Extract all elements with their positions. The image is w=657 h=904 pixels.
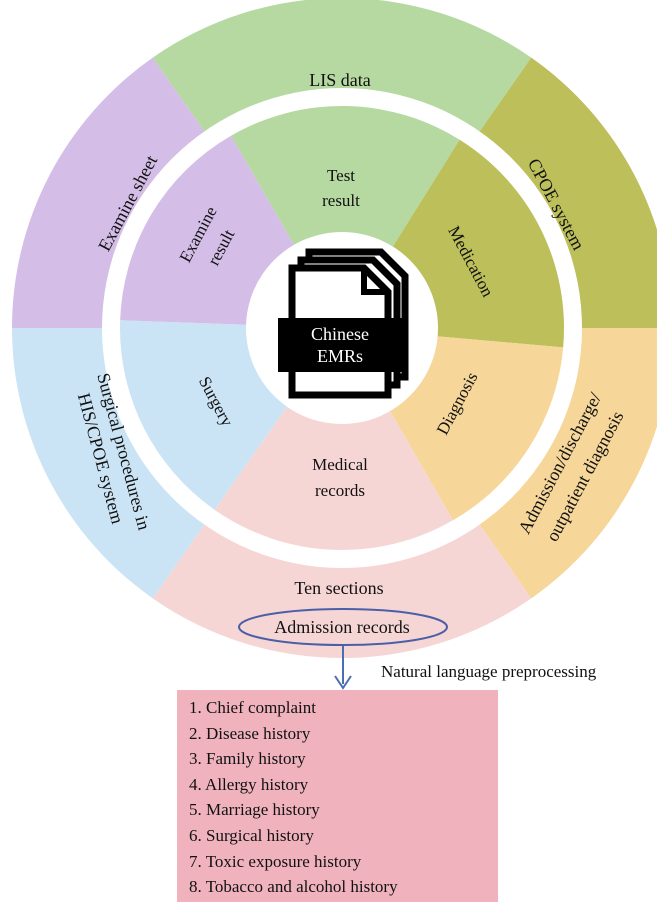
list-item: 6. Surgical history bbox=[189, 825, 314, 845]
admission-records-sections-box: 1. Chief complaint 2. Disease history 3.… bbox=[177, 690, 498, 902]
center-label-line2: EMRs bbox=[317, 346, 363, 366]
list-item: 2. Disease history bbox=[189, 723, 311, 743]
test-result-label-line2: result bbox=[322, 191, 360, 210]
list-item: 5. Marriage history bbox=[189, 800, 320, 820]
inner-ring bbox=[120, 105, 565, 550]
inner-sector-records bbox=[214, 328, 453, 550]
center-label-line1: Chinese bbox=[311, 324, 369, 344]
admission-records-highlight bbox=[238, 608, 448, 646]
list-item: 4. Allergy history bbox=[189, 774, 309, 794]
list-item: 1. Chief complaint bbox=[189, 698, 317, 717]
inner-sector-test bbox=[231, 105, 460, 328]
preprocessing-label: Natural language preprocessing bbox=[381, 662, 597, 681]
document-stack-icon bbox=[278, 248, 409, 399]
ten-sections-label: Ten sections bbox=[294, 578, 383, 598]
medical-records-label-line2: records bbox=[315, 481, 365, 500]
list-item: 7. Toxic exposure history bbox=[189, 851, 362, 871]
test-result-label-line1: Test bbox=[327, 166, 355, 185]
lis-data-label: LIS data bbox=[309, 70, 370, 90]
down-arrow-icon bbox=[334, 646, 352, 690]
list-item: 3. Family history bbox=[189, 749, 306, 769]
list-item: 8. Tobacco and alcohol history bbox=[189, 877, 398, 897]
admission-records-label: Admission records bbox=[274, 617, 409, 637]
medical-records-label-line1: Medical bbox=[312, 455, 368, 474]
